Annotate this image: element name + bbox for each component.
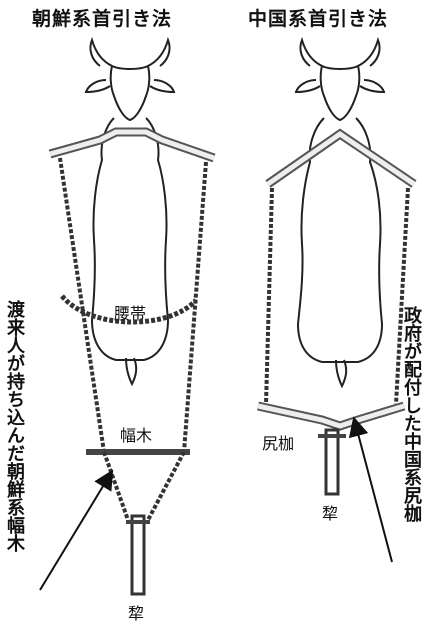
left-cow bbox=[84, 36, 176, 387]
left-arrow bbox=[39, 469, 114, 591]
left-harness bbox=[48, 127, 216, 596]
left-side-caption: 渡来人が持ち込んだ朝鮮系幅木 bbox=[4, 300, 25, 552]
left-belly-label: 腰帯 bbox=[114, 304, 147, 323]
right-arrow bbox=[348, 416, 393, 563]
left-yoke-label: 幅木 bbox=[120, 426, 153, 445]
right-side-caption: 政府が配付した中国系尻枷 bbox=[401, 306, 422, 522]
left-plow-label: 犂 bbox=[128, 604, 145, 623]
right-plow-label: 犂 bbox=[322, 504, 339, 523]
left-title: 朝鮮系首引き法 bbox=[32, 8, 173, 30]
right-title: 中国系首引き法 bbox=[248, 8, 389, 30]
right-yoke-label: 尻枷 bbox=[262, 434, 295, 453]
right-cow bbox=[294, 36, 386, 389]
right-harness bbox=[257, 128, 417, 496]
